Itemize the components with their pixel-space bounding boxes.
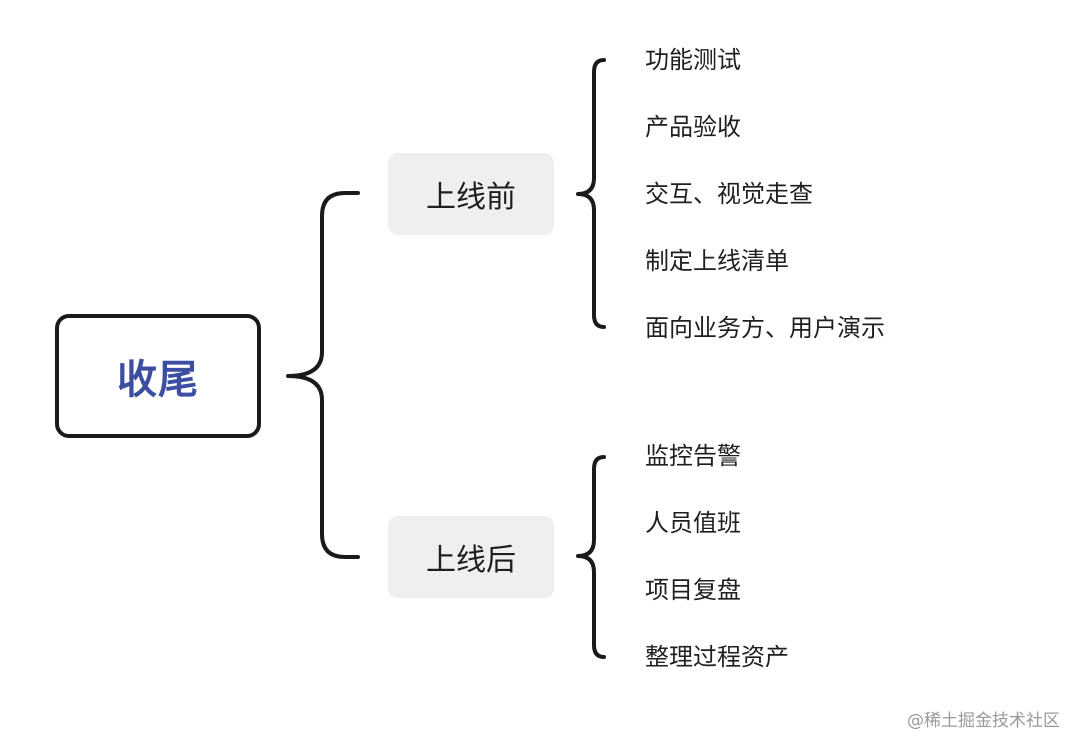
leaf-item: 整理过程资产 [645,643,789,671]
branch-node-post-launch: 上线后 [388,516,554,598]
leaf-item: 制定上线清单 [645,247,789,275]
leaf-item: 产品验收 [645,113,741,141]
leaf-item: 交互、视觉走查 [645,180,813,208]
leaf-item: 人员值班 [645,509,741,537]
root-node: 收尾 [55,314,261,438]
leaf-item: 面向业务方、用户演示 [645,314,885,342]
branch-1-brace [576,58,606,329]
leaf-item: 项目复盘 [645,576,741,604]
root-label: 收尾 [117,357,199,403]
branch-label: 上线前 [426,180,516,215]
leaf-item: 监控告警 [645,442,741,470]
root-brace [286,191,360,559]
watermark: @稀土掘金技术社区 [907,711,1060,731]
leaf-item: 功能测试 [645,46,741,74]
branch-label: 上线后 [426,543,516,578]
branch-node-pre-launch: 上线前 [388,153,554,235]
branch-2-brace [576,455,606,659]
